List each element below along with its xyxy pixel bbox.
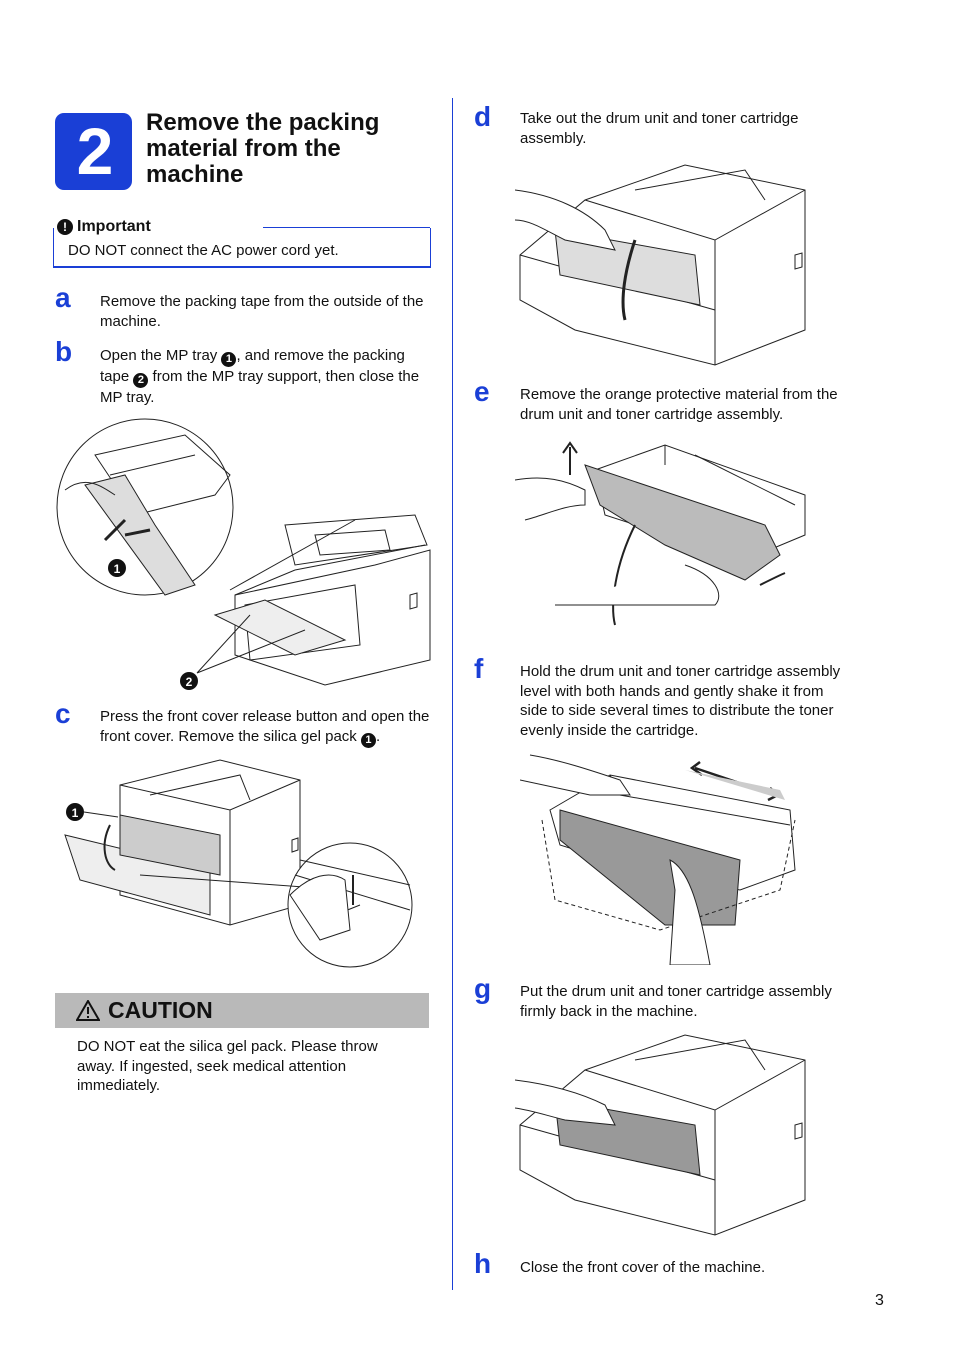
step-f-text: Hold the drum unit and toner cartridge a…: [520, 663, 841, 739]
callout-2: 2: [133, 373, 149, 388]
figure-c-illustration: 1: [60, 755, 420, 975]
column-divider: [452, 98, 453, 1290]
figure-g-illustration: [515, 1030, 810, 1240]
important-label: Important: [77, 218, 151, 235]
step-b-text-2: , and remove the packing tape: [100, 347, 405, 385]
callout-1: 1: [360, 732, 376, 748]
figure-b-callout-1: 1: [114, 562, 121, 576]
step-b-text-1: Open the MP tray: [100, 347, 222, 364]
important-heading: ! Important: [57, 218, 151, 236]
warning-triangle-icon: [76, 999, 100, 1021]
figure-b-illustration: 1 2: [55, 415, 435, 690]
step-b-text-3: from the MP tray support, then close the…: [100, 368, 420, 406]
figure-d-illustration: [515, 160, 810, 370]
section-title: Remove the packing material from the mac…: [146, 109, 380, 188]
important-box-top-line: [263, 227, 430, 228]
figure-f-illustration: [520, 750, 805, 965]
figure-b-callout-2: 2: [186, 675, 193, 689]
step-letter-g: g: [474, 973, 492, 1004]
step-letter-h: h: [474, 1248, 492, 1279]
step-letter-b: b: [55, 336, 73, 367]
important-box: [53, 228, 431, 268]
caution-heading: CAUTION: [76, 995, 213, 1025]
figure-c-callout-1: 1: [72, 806, 79, 820]
step-g-text: Put the drum unit and toner cartridge as…: [520, 983, 832, 1020]
step-e-text: Remove the orange protective material fr…: [520, 386, 838, 423]
step-c-text-1: Press the front cover release button and…: [100, 708, 430, 745]
step-b-text: Open the MP tray 1, and remove the packi…: [100, 346, 430, 408]
step-number-badge: 2: [55, 113, 132, 190]
step-letter-c: c: [55, 698, 71, 729]
step-a-text: Remove the packing tape from the outside…: [100, 293, 424, 330]
important-icon: !: [57, 219, 73, 235]
step-c-text: Press the front cover release button and…: [100, 707, 435, 748]
step-c-text-2: .: [375, 727, 381, 745]
caution-bar: [55, 993, 429, 1028]
callout-1: 1: [221, 352, 237, 367]
figure-e-illustration: [515, 435, 810, 650]
step-letter-e: e: [474, 376, 490, 407]
page-number: 3: [875, 1292, 884, 1309]
step-h-text: Close the front cover of the machine.: [520, 1259, 766, 1276]
caution-text: DO NOT eat the silica gel pack. Please t…: [77, 1038, 378, 1094]
step-letter-d: d: [474, 101, 492, 132]
step-d-text: Take out the drum unit and toner cartrid…: [520, 110, 799, 147]
important-text: DO NOT connect the AC power cord yet.: [68, 242, 339, 259]
step-letter-a: a: [55, 282, 71, 313]
caution-label: CAUTION: [108, 997, 213, 1023]
step-letter-f: f: [474, 653, 484, 684]
